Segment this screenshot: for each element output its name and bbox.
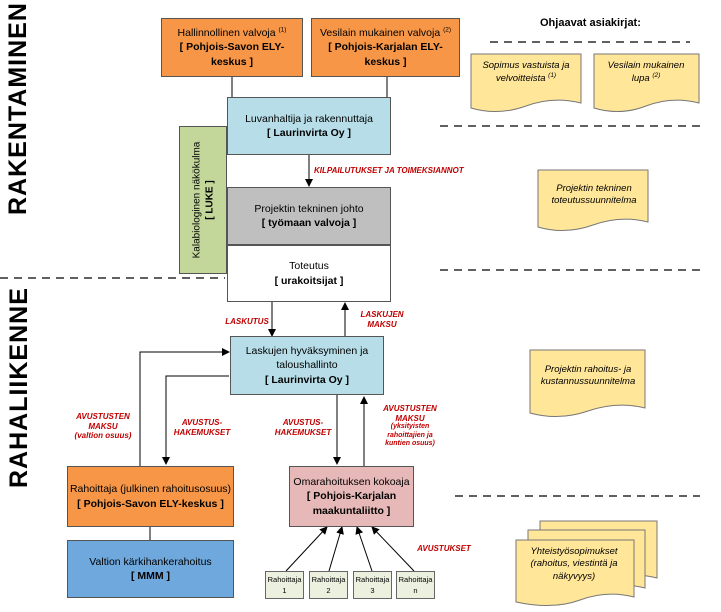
label-avustushakemukset-rahoittaja: AVUSTUS-HAKEMUKSET — [173, 418, 231, 437]
toteutus-title: Toteutus — [289, 260, 329, 273]
omarahoitus-org1: [ Pohjois-Karjalan — [306, 490, 397, 503]
tekninen-johto-title: Projektin tekninen johto — [254, 202, 364, 215]
toteutus-box: Toteutus [ urakoitsijat ] — [227, 245, 391, 302]
luvanhaltija-box: Luvanhaltija ja rakennuttaja [ Laurinvir… — [227, 97, 391, 155]
hallinnollinen-valvoja-box: Hallinnollinen valvoja (1) [ Pohjois-Sav… — [161, 18, 303, 77]
valtion-title: Valtion kärkihankerahoitus — [89, 555, 212, 568]
omarahoitus-title: Omarahoituksen kokoaja — [293, 476, 410, 489]
flow-arrows — [139, 155, 415, 572]
label-laskutus: LASKUTUS — [225, 317, 269, 326]
rahoittaja-title: Rahoittaja (julkinen rahoitusosuus) — [69, 483, 232, 496]
doc-sopimus: Sopimus vastuista ja velvoitteista (1) — [482, 60, 570, 85]
section-rakentaminen: RAKENTAMINEN — [4, 2, 32, 215]
laskujen-line2: taloushallinto — [276, 359, 338, 372]
doc-rahoitus: Projektin rahoitus- ja kustannussuunnite… — [540, 364, 636, 388]
toteutus-org: [ urakoitsijat ] — [274, 274, 344, 287]
tekninen-johto-org: [ työmaan valvoja ] — [261, 217, 357, 229]
top-connectors — [231, 77, 388, 97]
rahoittaja-box: Rahoittaja (julkinen rahoitusosuus) [ Po… — [67, 466, 234, 527]
dashed-separators — [0, 41, 700, 497]
vesilain-org: [ Pohjois-Karjalan ELY-keskus ] — [328, 41, 443, 68]
tekninen-johto-box: Projektin tekninen johto [ työmaan valvo… — [227, 187, 391, 245]
valtion-org: [ MMM ] — [130, 570, 171, 582]
luvanhaltija-org: [ Laurinvirta Oy ] — [266, 127, 351, 139]
label-kilpailutukset: KILPAILUTUKSET JA TOIMEKSIANNOT — [314, 166, 464, 175]
doc-yhteistyo: Yhteistyösopimukset (rahoitus, viestintä… — [530, 546, 618, 582]
doc-tekninen: Projektin tekninen toteutussuunnitelma — [551, 183, 637, 207]
kalabiologinen-box: Kalabiologinen näkökulma [ LUKE ] — [179, 126, 227, 274]
valtion-box: Valtion kärkihankerahoitus [ MMM ] — [67, 540, 234, 598]
label-avustusten-maksu-valtio: AVUSTUSTEN MAKSU (valtion osuus) — [74, 412, 132, 441]
laskujen-line1: Laskujen hyväksyminen ja — [245, 345, 369, 358]
hallinnollinen-title: Hallinnollinen valvoja (1) — [177, 26, 287, 40]
omarahoitus-box: Omarahoituksen kokoaja [ Pohjois-Karjala… — [289, 466, 414, 527]
vesilain-title: Vesilain mukainen valvoja (2) — [319, 26, 452, 40]
label-avustushakemukset-omarahoitus: AVUSTUS-HAKEMUKSET — [274, 418, 332, 437]
label-avustusten-maksu-yks: AVUSTUSTEN MAKSU (yksityisten rahoittaji… — [383, 404, 437, 447]
kalabiologinen-text: Kalabiologinen näkökulma [ LUKE ] — [191, 141, 215, 259]
label-avustukset: AVUSTUKSET — [417, 544, 471, 553]
section-rahaliikenne: RAHALIIKENNE — [5, 287, 33, 488]
doc-vesilain-lupa: Vesilain mukainen lupa (2) — [607, 60, 685, 85]
label-laskujen-maksu: LASKUJEN MAKSU — [360, 310, 404, 329]
rahoittaja-org: [ Pohjois-Savon ELY-keskus ] — [77, 497, 224, 510]
laskujen-box: Laskujen hyväksyminen ja taloushallinto … — [230, 336, 384, 395]
docs-title: Ohjaavat asiakirjat: — [540, 17, 641, 29]
document-shapes — [470, 53, 700, 607]
luvanhaltija-title: Luvanhaltija ja rakennuttaja — [245, 112, 373, 125]
omarahoitus-org2: maakuntaliitto ] — [312, 504, 391, 517]
vesilain-valvoja-box: Vesilain mukainen valvoja (2) [ Pohjois-… — [311, 18, 460, 77]
hallinnollinen-org: [ Pohjois-Savon ELY-keskus ] — [179, 41, 285, 68]
laskujen-org: [ Laurinvirta Oy ] — [264, 373, 349, 386]
